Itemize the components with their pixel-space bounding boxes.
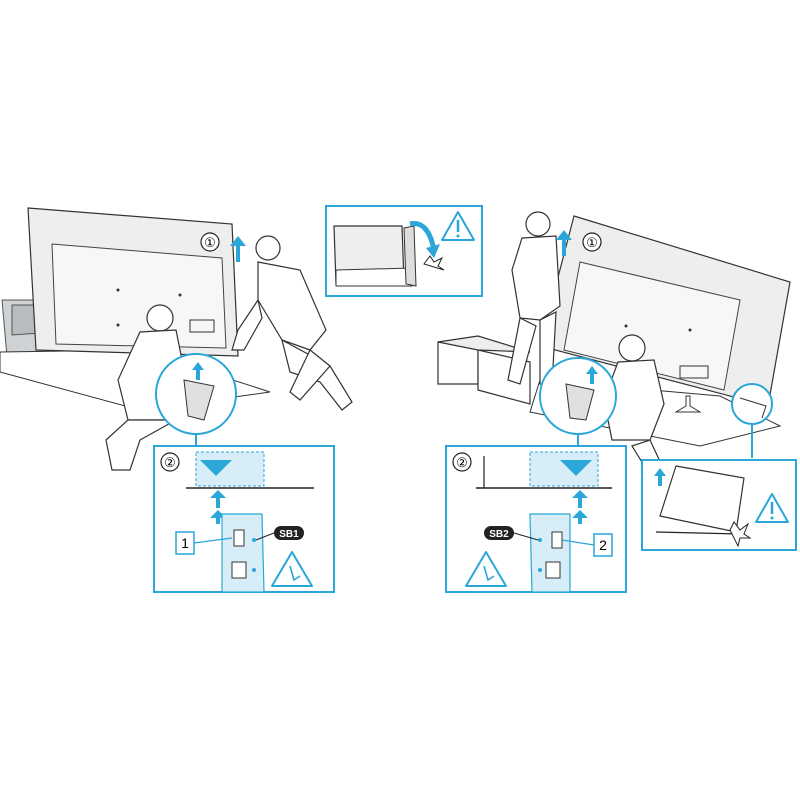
left-step1: ① bbox=[200, 232, 246, 262]
right-step1: ① bbox=[556, 230, 602, 256]
up-arrow-icon bbox=[230, 236, 246, 262]
left-sb-label: SB1 bbox=[279, 529, 299, 540]
right-callout-number: 2 bbox=[599, 537, 607, 553]
pinch-hazard-icon bbox=[465, 551, 507, 587]
right-tv-panel bbox=[539, 215, 791, 413]
warning-triangle-icon bbox=[755, 493, 789, 523]
up-arrow-icon bbox=[210, 490, 226, 508]
up-arrow-icon bbox=[556, 230, 572, 256]
right-magnifier bbox=[539, 357, 617, 446]
right-warning-panel bbox=[641, 459, 797, 551]
up-arrow-icon bbox=[572, 510, 588, 524]
up-arrow-icon bbox=[572, 490, 588, 508]
right-corner-magnifier bbox=[731, 383, 773, 458]
right-person-standing bbox=[507, 211, 561, 387]
right-step2-marker: ② bbox=[456, 455, 468, 470]
right-scene: ① ② bbox=[437, 211, 797, 593]
left-magnifier bbox=[155, 353, 237, 446]
right-step1-marker: ① bbox=[586, 235, 598, 250]
left-tv-panel bbox=[27, 207, 239, 357]
down-triangle-icon bbox=[200, 460, 232, 476]
left-scene: ① ② 1 bbox=[0, 207, 353, 593]
left-callout-number: 1 bbox=[181, 535, 189, 551]
center-warning-panel bbox=[325, 205, 483, 297]
left-step1-marker: ① bbox=[204, 235, 216, 250]
up-arrow-icon bbox=[586, 366, 598, 384]
right-detail-panel: ② 2 SB2 bbox=[445, 445, 627, 593]
down-triangle-icon bbox=[560, 460, 592, 476]
warning-triangle-icon bbox=[441, 211, 475, 241]
left-person-kneeling bbox=[231, 235, 353, 411]
right-sb-label: SB2 bbox=[489, 529, 509, 540]
up-arrow-icon bbox=[654, 468, 666, 486]
up-arrow-icon bbox=[210, 510, 226, 524]
pinch-hazard-icon bbox=[271, 551, 313, 587]
left-detail-panel: ② 1 SB1 bbox=[153, 445, 335, 593]
up-arrow-icon bbox=[192, 362, 204, 380]
left-step2-marker: ② bbox=[164, 455, 176, 470]
